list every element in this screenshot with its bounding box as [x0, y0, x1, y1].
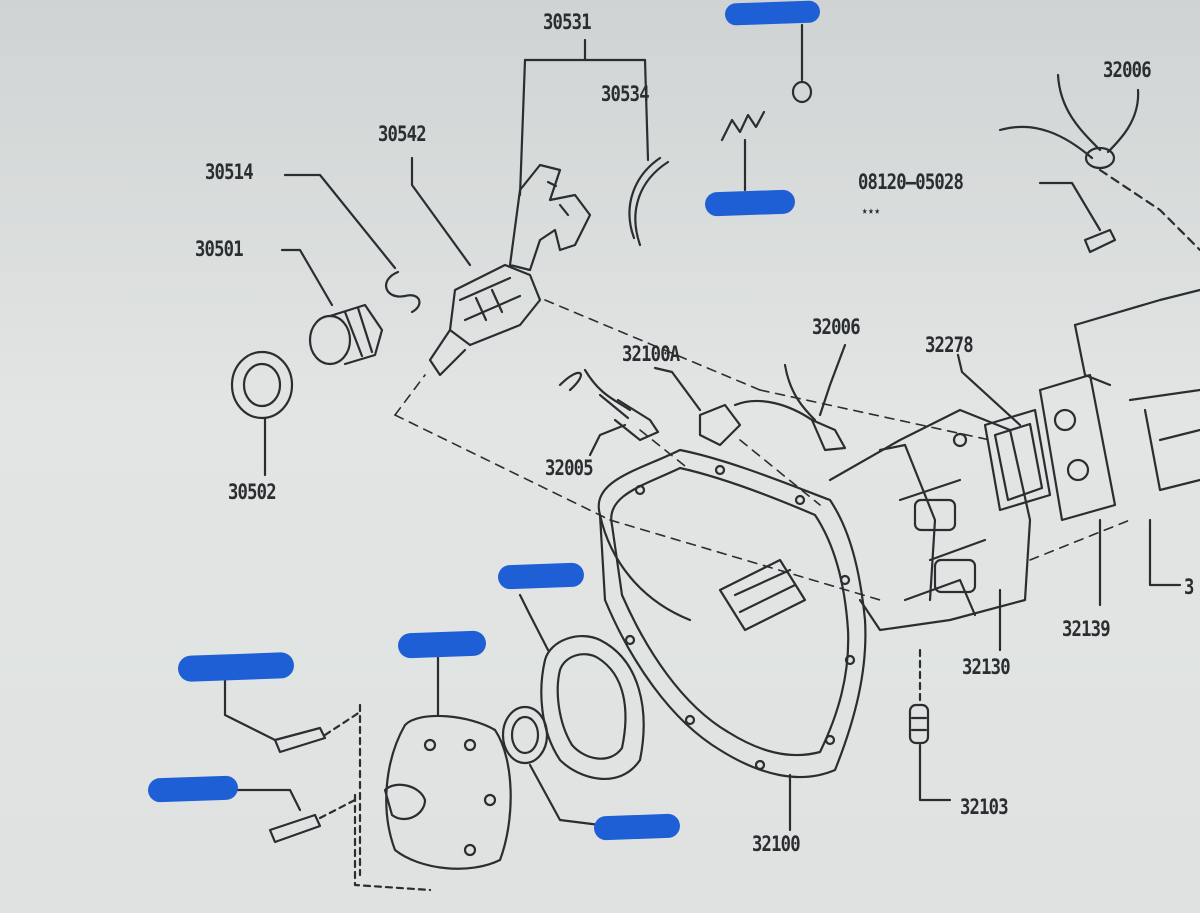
part-label-32278: 32278: [925, 333, 974, 357]
bolt-32103: [908, 648, 952, 802]
small-spring: [720, 110, 766, 192]
nut-30501: [280, 248, 384, 366]
part-label-32100A: 32100A: [622, 342, 680, 366]
sensor-wire-top-right: [998, 73, 1200, 252]
redaction-mark-upper: [704, 189, 796, 217]
part-label-32006-middle: 32006: [812, 315, 861, 339]
part-label-32100: 32100: [752, 832, 801, 856]
sensor-harness-32005: [558, 368, 660, 457]
part-label-30514: 30514: [205, 160, 254, 184]
redaction-mark-middle: [497, 562, 585, 590]
redaction-mark-bottom-left: [147, 775, 239, 803]
bolts-bottom-left: [223, 678, 362, 844]
transmission-case: [597, 448, 867, 832]
part-label-32139: 32139: [1062, 617, 1111, 641]
part-label-30501: 30501: [195, 237, 244, 261]
extension-housing: [1073, 288, 1200, 587]
assembly-guide-lines: [394, 299, 1131, 601]
part-label-32130: 32130: [962, 655, 1011, 679]
oil-seal-bottom: [501, 705, 602, 827]
sensor-wire-middle: [733, 343, 847, 452]
seal-ring-30502: [230, 350, 294, 477]
front-cover: [353, 653, 512, 892]
redaction-mark-left: [177, 651, 295, 683]
spring-clip: [628, 156, 670, 247]
part-label-32006-top: 32006: [1103, 58, 1152, 82]
redaction-mark-bottom: [593, 813, 681, 841]
part-label-30502: 30502: [228, 480, 277, 504]
case-body: [828, 408, 1032, 632]
plate-32139: [1038, 373, 1117, 607]
shift-fork: [508, 163, 592, 272]
leader-30531: [518, 38, 650, 197]
shift-shaft: [428, 263, 542, 377]
part-label-32005: 32005: [545, 456, 594, 480]
snap-clip: [283, 173, 421, 314]
leader-30542: [410, 156, 472, 267]
plug-32100A: [653, 366, 742, 447]
front-gasket: [518, 593, 645, 781]
part-label-30542: 30542: [378, 122, 427, 146]
gasket-32278: [956, 353, 1052, 512]
part-label-08120-05028: 08120–05028: [858, 170, 964, 194]
part-label-30534: 30534: [601, 82, 650, 106]
part-label-32103: 32103: [960, 795, 1009, 819]
top-bolt: [791, 23, 813, 104]
part-label-30531: 30531: [543, 10, 592, 34]
bolt-08120: [1038, 181, 1117, 254]
part-note-mark: ★★★: [862, 204, 881, 217]
part-label-edge: 3: [1184, 575, 1194, 599]
redaction-mark-center-left: [397, 630, 487, 659]
redaction-mark-top: [724, 0, 821, 26]
